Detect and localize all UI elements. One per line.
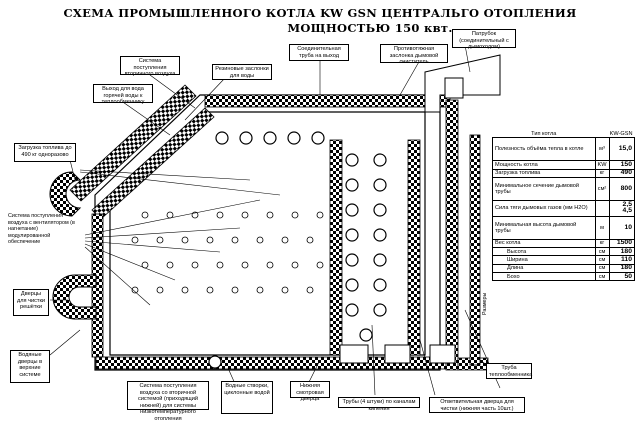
insulation-label: Резиновые заслонки для воды — [212, 64, 272, 80]
outlet-pipe-label: Соединительная труба на выход — [289, 44, 349, 61]
grate-pipes-label: Трубы (4 штуки) по каналам кипения — [338, 397, 420, 412]
flue-tubes — [208, 131, 387, 369]
spec-name: Загрузка топлива — [492, 168, 596, 178]
spec-value: 50 — [608, 272, 636, 282]
spec-value: 110 — [608, 255, 636, 265]
spec-value: 150 — [608, 160, 636, 170]
chimney-label: Патрубок (соединительный с дымоходом) — [452, 29, 516, 50]
lower-door-label: Нижняя смотровая дверца — [290, 381, 330, 402]
spec-name: Вес котла — [492, 238, 596, 249]
spec-header-left: Тип котла — [492, 130, 596, 139]
spec-unit: кг — [594, 168, 610, 178]
spec-unit: м — [594, 215, 610, 240]
spec-value: 180 — [608, 247, 636, 257]
table-row: Минимальное сечение дымовой трубы см² 80… — [492, 176, 636, 201]
diagram-title: СХЕМА ПРОМЫШЛЕННОГО КОТЛА KW GSN ЦЕНТРАЛ… — [63, 6, 577, 20]
air-nozzles — [131, 211, 324, 294]
spec-unit: см — [594, 263, 610, 274]
spec-unit: KW — [594, 160, 610, 170]
spec-name: Высота — [492, 247, 596, 257]
diagram-subtitle: МОЩНОСТЬЮ 150 квт. — [287, 21, 453, 35]
insulation-bands — [69, 84, 489, 371]
spec-name: Минимальное сечение дымовой трубы — [492, 176, 596, 201]
fuel-loading-label: Загрузка топлива до 490 кг одноразово — [14, 143, 76, 162]
spec-unit: кг — [594, 238, 610, 249]
spec-value: 10 — [608, 215, 636, 240]
spec-name: Сила тяги дымовых газов (мм H2O) — [492, 199, 596, 217]
spec-value: 2,5 4,5 — [608, 199, 636, 217]
spec-unit: см — [594, 272, 610, 282]
air-supply-label: Система поступления воздуха с вентилятор… — [8, 213, 75, 246]
spec-header-right: KW-GSN — [595, 130, 635, 139]
table-row: Длина см 180 — [492, 263, 636, 274]
spec-unit: см — [594, 255, 610, 265]
spec-name: Длина — [492, 263, 596, 274]
spec-value: 1500 — [608, 238, 636, 249]
table-row: Мощность котла KW 150 — [492, 160, 636, 170]
table-row: Полезность объёма тепла в котле м³ 15,0 — [492, 137, 636, 162]
spec-value: 15,0 — [608, 137, 636, 162]
spec-value: 490 — [608, 168, 636, 178]
spec-name: Бохо — [492, 272, 596, 282]
regulator-label: Противотяжная заслонка дымовой очистител… — [380, 44, 448, 65]
spec-value: 180 — [608, 263, 636, 274]
table-row: Бохо см 50 — [492, 272, 636, 282]
secondary-air-label: Система поступления вторичного воздуха — [120, 56, 180, 77]
table-row: Загрузка топлива кг 490 — [492, 168, 636, 178]
chimney — [424, 54, 501, 113]
leader-lines — [49, 44, 501, 396]
spec-value: 800 — [608, 176, 636, 201]
table-row: Вес котла кг 1500 — [492, 238, 636, 249]
dims-side-label: Размеры — [482, 292, 488, 316]
table-row: Ширина см 110 — [492, 255, 636, 265]
spec-unit: см — [594, 247, 610, 257]
spec-name: Мощность котла — [492, 160, 596, 170]
spec-name: Минимальная высота дымовой трубы — [492, 215, 596, 240]
return-water-label: Выход для вода горячей воды к теплообмен… — [93, 84, 153, 105]
smoke-pipe-label: Труба теплообменника — [486, 363, 532, 379]
spec-unit — [594, 199, 610, 217]
water-inlet-label: Водяные дверцы в верхние системе — [10, 350, 50, 383]
table-row: Высота см 180 — [492, 247, 636, 257]
spec-table: Тип котла KW-GSN Полезность объёма тепла… — [492, 130, 636, 330]
bottom-air-label: Система поступления воздуха со вторичной… — [127, 381, 209, 422]
spec-unit: см² — [594, 176, 610, 201]
loading-pipe — [49, 171, 97, 320]
table-row: Сила тяги дымовых газов (мм H2O) 2,5 4,5 — [492, 199, 636, 217]
spec-unit: м³ — [594, 137, 610, 162]
door-handles-label: Дверцы для чистки решётки — [13, 289, 49, 316]
cleaning-doors-label: Ответвительная дверца для чистки (нижняя… — [429, 397, 525, 413]
bottom-outlets — [339, 344, 456, 364]
water-duct-label: Водные створки, циклонные водой — [221, 381, 273, 414]
table-row: Минимальная высота дымовой трубы м 10 — [492, 215, 636, 240]
spec-name: Полезность объёма тепла в котле — [492, 137, 596, 162]
spec-name: Ширина — [492, 255, 596, 265]
